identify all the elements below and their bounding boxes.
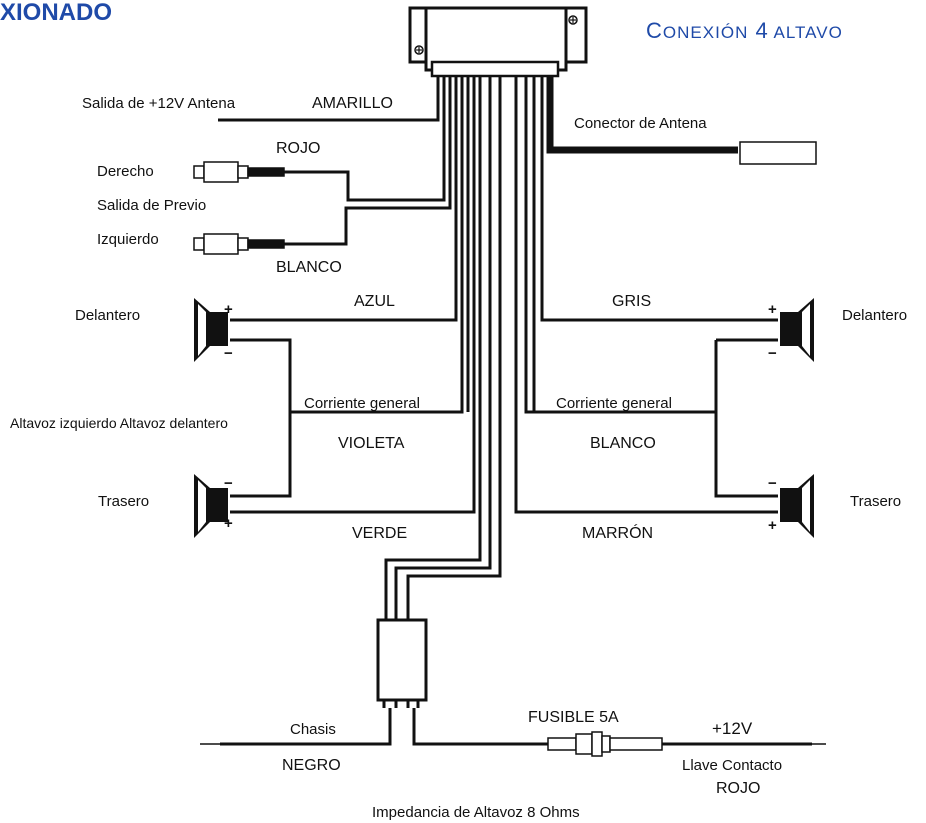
- label-trasero-right: Trasero: [850, 493, 901, 510]
- wire-rojo-power: [412, 708, 548, 746]
- wire-violeta: [230, 412, 292, 498]
- wire-power-2: [394, 76, 492, 620]
- label-salida-previo: Salida de Previo: [97, 197, 206, 214]
- polarity-minus-front-left: −: [224, 345, 233, 362]
- wire-power-3: [406, 76, 502, 620]
- label-antenna-out: Salida de +12V Antena: [82, 95, 236, 112]
- header-right-title: CONEXIÓN 4 ALTAVO: [646, 18, 843, 43]
- wire-blanco-right-minus: [714, 340, 778, 498]
- label-blanco-right: BLANCO: [590, 435, 656, 452]
- power-inline-connector: [376, 618, 428, 708]
- label-chasis: Chasis: [290, 721, 336, 738]
- label-marron: MARRÓN: [582, 523, 653, 542]
- label-azul: AZUL: [354, 293, 395, 310]
- label-negro: NEGRO: [282, 757, 341, 774]
- polarity-minus-rear-right: −: [768, 475, 777, 492]
- label-plus12v: +12V: [712, 719, 753, 738]
- wire-blanco-rca: [282, 76, 452, 246]
- wire-verde: [230, 76, 476, 514]
- speaker-front-right: [780, 298, 814, 362]
- polarity-plus-front-left: +: [224, 301, 233, 318]
- wire-amarillo: [218, 76, 440, 122]
- wire-negro: [220, 708, 392, 746]
- polarity-plus-rear-right: +: [768, 517, 777, 534]
- rca-plug-derecho: [193, 161, 285, 183]
- speaker-front-left: [194, 298, 228, 362]
- head-unit-connector: [408, 6, 588, 78]
- label-altavoz-izquierdo: Altavoz izquierdo Altavoz delantero: [10, 415, 228, 431]
- polarity-minus-rear-left: −: [224, 475, 233, 492]
- label-antenna-connector: Conector de Antena: [574, 115, 707, 132]
- label-izquierdo: Izquierdo: [97, 231, 159, 248]
- label-delantero-left: Delantero: [75, 307, 140, 324]
- wire-gris: [540, 76, 778, 322]
- label-delantero-right: Delantero: [842, 307, 907, 324]
- label-corriente-right: Corriente general: [556, 395, 672, 412]
- wire-power-1: [384, 76, 482, 620]
- label-derecho: Derecho: [97, 163, 154, 180]
- label-impedancia: Impedancia de Altavoz 8 Ohms: [372, 804, 580, 821]
- wire-rojo-rca: [282, 76, 446, 202]
- speaker-rear-right: [780, 474, 814, 538]
- rca-plug-izquierdo: [193, 233, 285, 255]
- label-trasero-left: Trasero: [98, 493, 149, 510]
- label-llave-contacto: Llave Contacto: [682, 757, 782, 774]
- label-corriente-left: Corriente general: [304, 395, 420, 412]
- label-fusible: FUSIBLE 5A: [528, 709, 619, 726]
- wire-blanco-right: [524, 76, 716, 414]
- polarity-minus-front-right: −: [768, 345, 777, 362]
- fuse-holder: [547, 731, 663, 757]
- speaker-rear-left: [194, 474, 228, 538]
- label-rojo-power: ROJO: [716, 780, 760, 797]
- antenna-plug: [739, 141, 817, 165]
- label-rojo-rca: ROJO: [276, 140, 320, 157]
- wire-azul: [230, 76, 458, 322]
- wire-marron: [514, 76, 778, 514]
- label-violeta: VIOLETA: [338, 435, 405, 452]
- label-verde: VERDE: [352, 525, 407, 542]
- polarity-plus-front-right: +: [768, 301, 777, 318]
- wire-harness: [218, 76, 778, 620]
- header-left-title: XIONADO: [0, 0, 112, 26]
- label-gris: GRIS: [612, 293, 651, 310]
- antenna-cable: [546, 76, 738, 154]
- label-amarillo: AMARILLO: [312, 95, 393, 112]
- label-blanco-rca: BLANCO: [276, 259, 342, 276]
- polarity-plus-rear-left: +: [224, 515, 233, 532]
